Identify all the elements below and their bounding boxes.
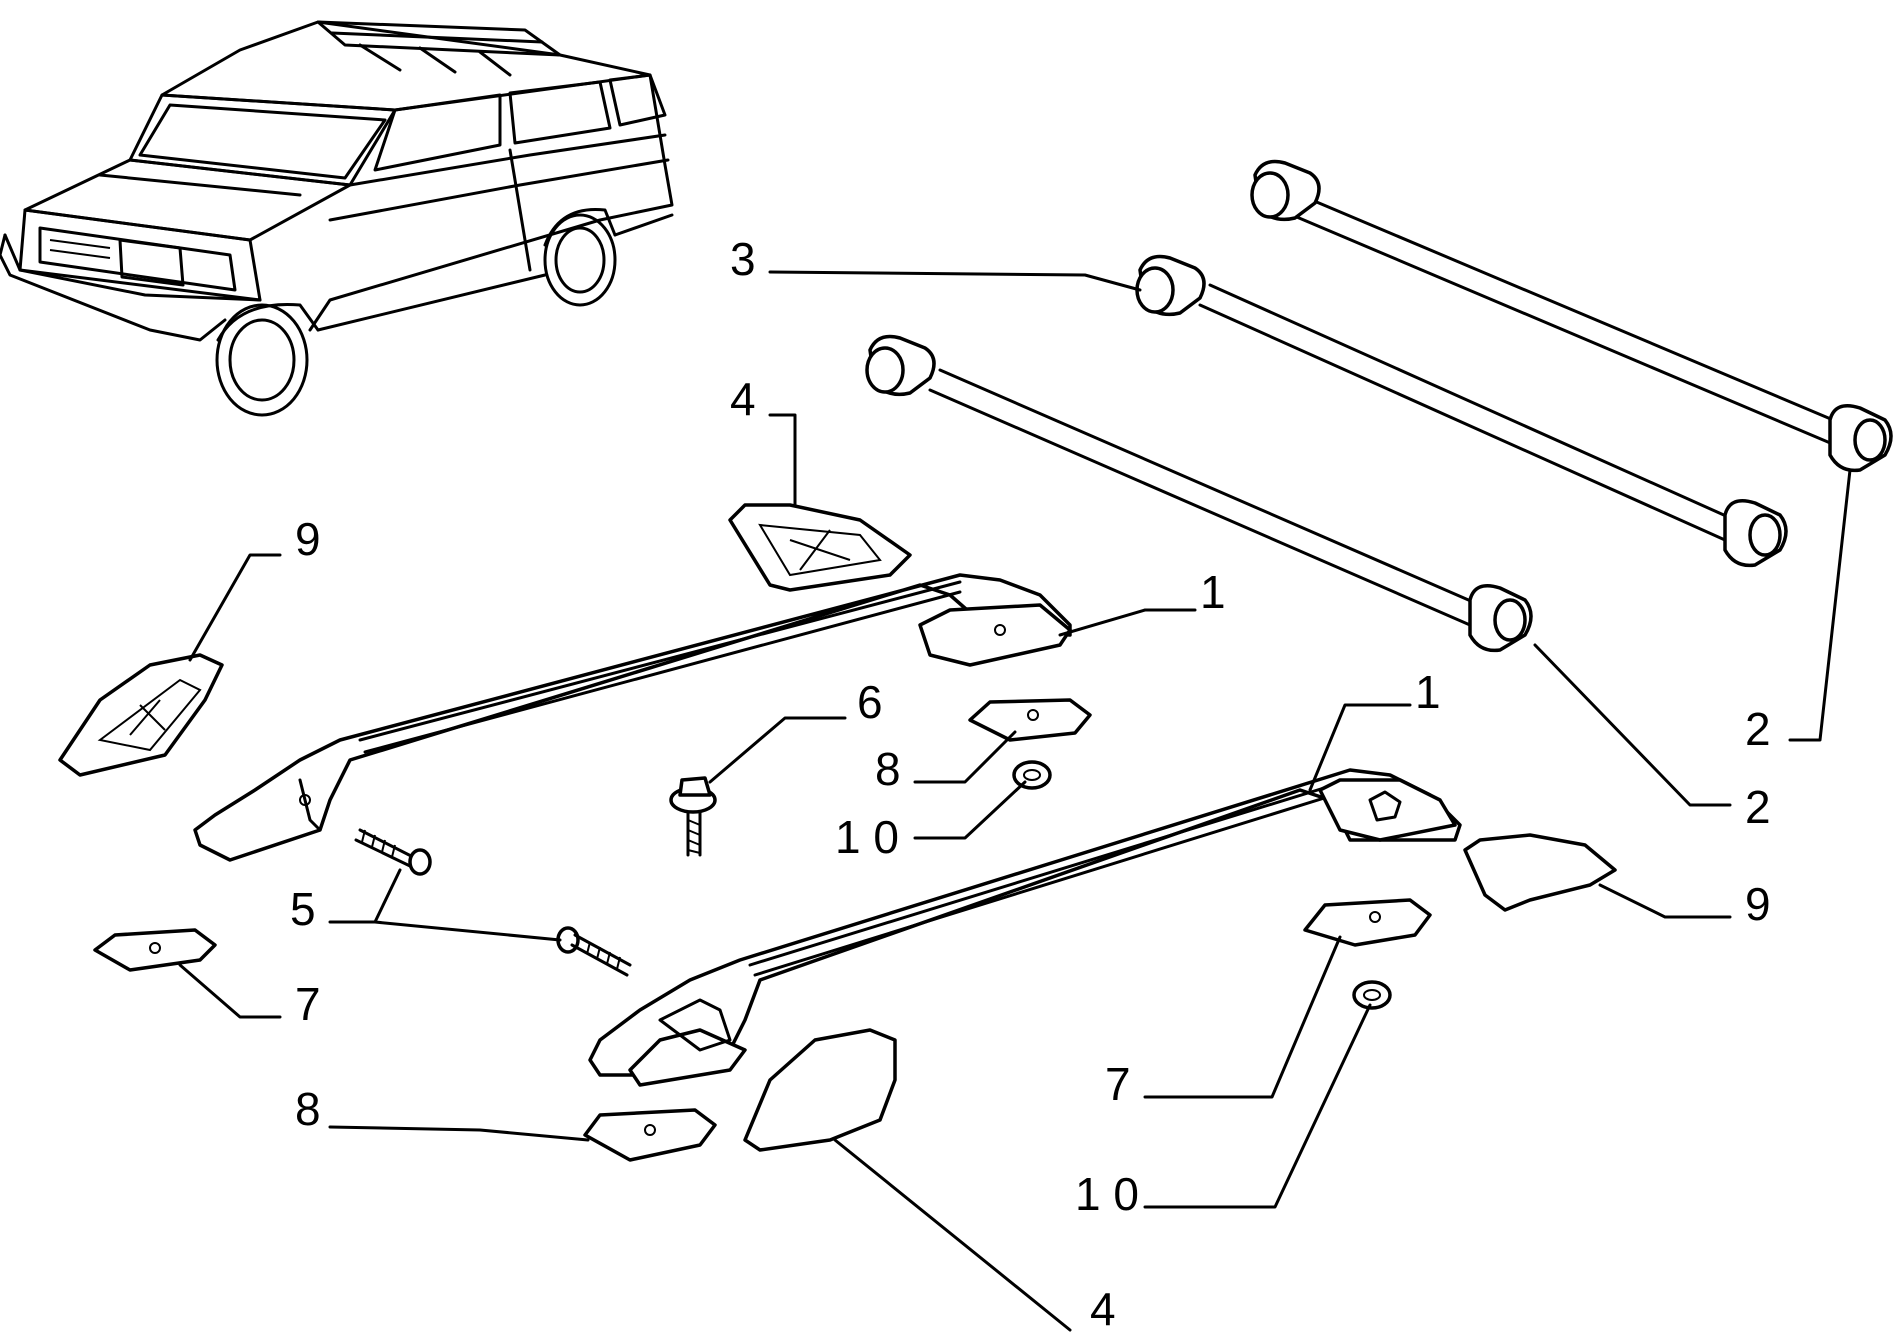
callout-4-top: 4 (730, 373, 756, 425)
callout-8-top: 8 (875, 743, 901, 795)
callout-labels: 3 4 9 1 6 8 1 0 1 2 2 9 5 7 7 8 1 0 4 (290, 233, 1771, 1332)
pad-7-right (1303, 898, 1432, 947)
washer-top (1012, 760, 1052, 790)
callout-7-right: 7 (1105, 1058, 1131, 1110)
callout-3: 3 (730, 233, 756, 285)
pad-8-top (968, 698, 1092, 742)
side-rail-lower (588, 768, 1462, 1087)
callout-9-right: 9 (1745, 878, 1771, 930)
pad-7-left (93, 928, 217, 972)
cross-bar-front (865, 334, 1533, 653)
callout-2-right: 2 (1745, 703, 1771, 755)
callout-5: 5 (290, 883, 316, 935)
callout-1-top: 1 (1200, 566, 1226, 618)
callout-6: 6 (857, 676, 883, 728)
cross-bar-rear (1250, 159, 1893, 473)
screw-5-lower (556, 926, 632, 977)
side-cap-left (58, 653, 224, 777)
callout-4-bottom: 4 (1090, 1283, 1116, 1332)
washer-bottom (1352, 980, 1392, 1010)
callout-9-left: 9 (295, 513, 321, 565)
callout-10-top: 1 0 (835, 811, 899, 863)
callout-2-lower: 2 (1745, 781, 1771, 833)
callout-1-bottom: 1 (1415, 666, 1441, 718)
callout-7-left: 7 (295, 978, 321, 1030)
car-illustration (0, 20, 674, 417)
callout-8-bottom: 8 (295, 1083, 321, 1135)
pad-8-bottom (583, 1108, 717, 1162)
leader-lines (178, 270, 1852, 1332)
side-cap-right (1463, 833, 1617, 912)
end-cap-bottom (743, 1028, 897, 1152)
screw-5-upper (354, 828, 432, 876)
cross-bar-middle (1135, 254, 1788, 568)
callout-10-bottom: 1 0 (1075, 1168, 1139, 1220)
end-cap-top (728, 503, 912, 592)
side-rail-upper (193, 573, 1072, 862)
bolt-6 (669, 776, 717, 857)
